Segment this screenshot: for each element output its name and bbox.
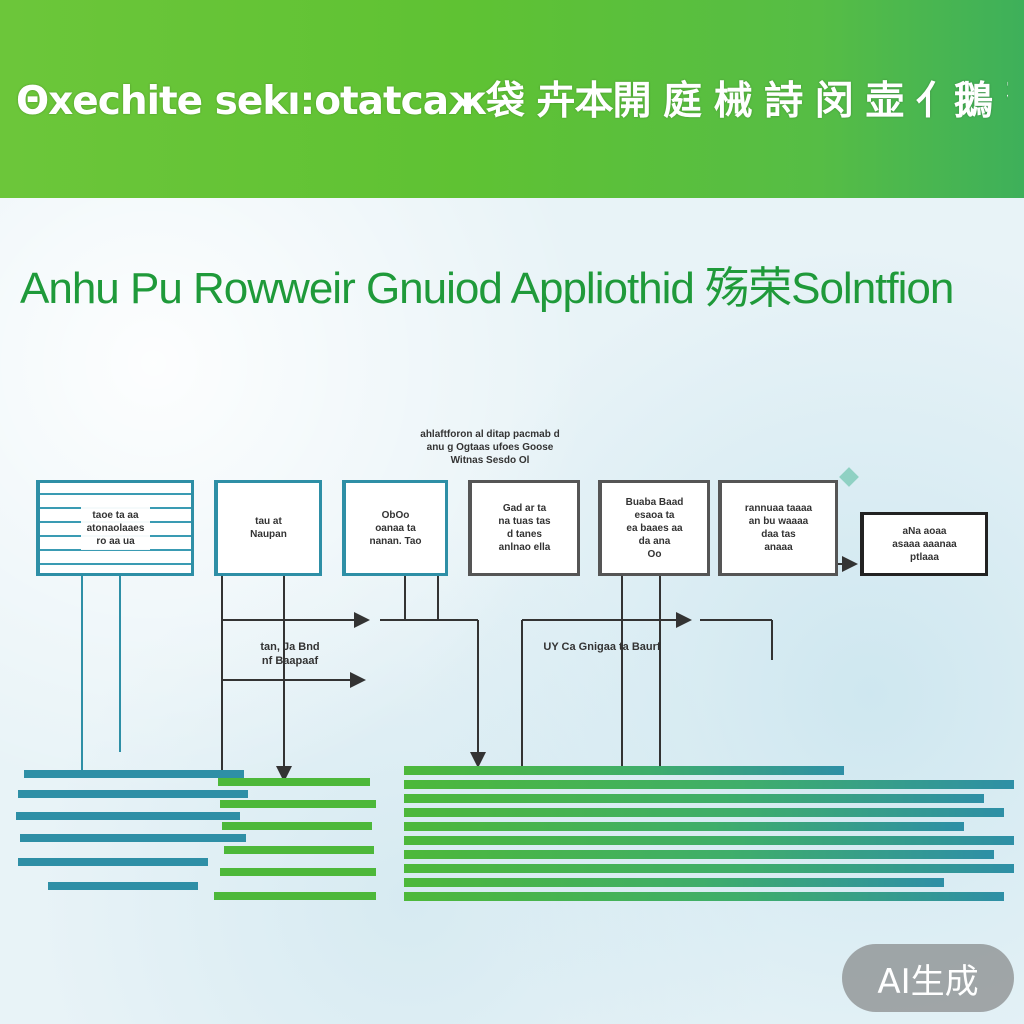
diagram-node-6-label: rannuaa taaaa an bu waaaa daa tas anaaa	[744, 503, 813, 553]
flow-lines	[221, 556, 858, 782]
flow-label-right: UY Ca Gnigaa ta Baurf	[543, 641, 661, 653]
node-drop-lines	[81, 576, 121, 770]
diagram-node-4-label: Gad ar ta na tuas tas d tanes anlnao ell…	[498, 503, 551, 553]
diagram-node-5-label: Buaba Baad esaoa ta ea baaes aa da ana O…	[625, 496, 684, 560]
diagram-node-1: taoe ta aa atonaolaaes ro aa ua	[36, 480, 194, 576]
diagram-node-3-label: ObOo oanaa ta nanan. Tao	[369, 509, 422, 547]
header-banner: Θxechite sekı:otatcaж袋 卉本開 庭 械 詩 闵 壶 亻鵝 …	[0, 0, 1024, 198]
banner-title: Θxechite sekı:otatcaж袋 卉本開 庭 械 詩 闵 壶 亻鵝 …	[16, 79, 1008, 124]
diamond-marker	[839, 467, 859, 487]
diagram-node-1-label: taoe ta aa atonaolaaes ro aa ua	[80, 506, 151, 550]
diagram-node-4: Gad ar ta na tuas tas d tanes anlnao ell…	[468, 480, 580, 576]
diagram-node-7-label: aNa aoaa asaaa aaanaa ptlaaa	[892, 525, 957, 563]
diagram-node-6: rannuaa taaaa an bu waaaa daa tas anaaa	[718, 480, 838, 576]
flow-label-left: tan, Ja Bnd nf Baapaaf	[260, 641, 320, 667]
diagram-caption: ahlaftforon al ditap pacmab d anu g Ogta…	[420, 429, 560, 466]
diagram-node-2: tau at Naupan	[214, 480, 322, 576]
bar-group-right	[404, 766, 1014, 901]
bar-group-left	[16, 770, 376, 900]
diagram-node-3: ObOo oanaa ta nanan. Tao	[342, 480, 448, 576]
ai-generated-badge: AI生成	[842, 944, 1014, 1012]
diagram-node-2-label: tau at Naupan	[250, 516, 287, 540]
diagram-subtitle: Anhu Pu Rowweir Gnuiod Appliothid 殇荣Soln…	[20, 264, 954, 313]
diagram-node-5: Buaba Baad esaoa ta ea baaes aa da ana O…	[598, 480, 710, 576]
diagram-node-7: aNa aoaa asaaa aaanaa ptlaaa	[860, 512, 988, 576]
